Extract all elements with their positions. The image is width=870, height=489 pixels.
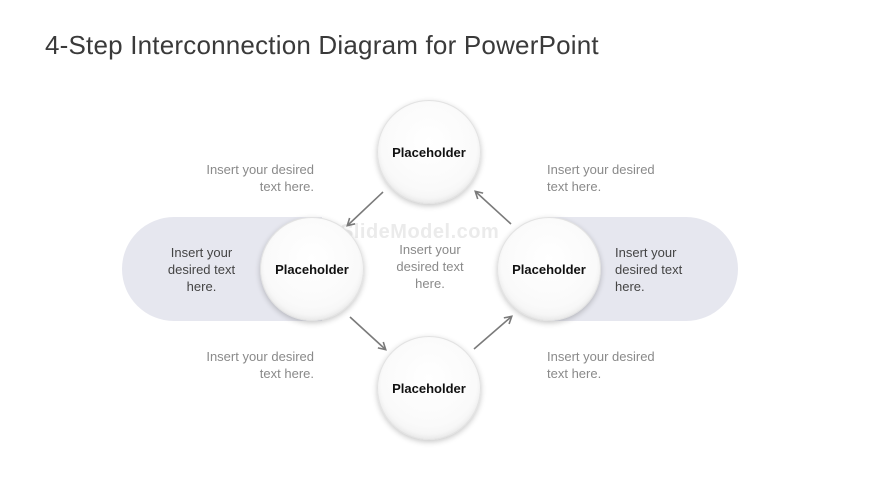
node-left: Placeholder xyxy=(260,217,364,321)
node-top: Placeholder xyxy=(377,100,481,204)
node-top-label: Placeholder xyxy=(392,144,466,160)
arrow-left-to-bottom xyxy=(349,316,387,351)
arrow-top-to-left xyxy=(346,191,384,227)
text-top-right: Insert your desired text here. xyxy=(547,162,655,194)
arrow-bottom-to-right xyxy=(473,315,513,350)
text-top-left: Insert your desired text here. xyxy=(206,162,314,194)
page-title: 4-Step Interconnection Diagram for Power… xyxy=(45,30,599,60)
node-right-label: Placeholder xyxy=(512,261,586,277)
arrow-right-to-top xyxy=(474,190,512,225)
text-center: Insert your desired text here. xyxy=(396,242,464,291)
text-band-right: Insert your desired text here. xyxy=(615,245,683,294)
node-bottom-label: Placeholder xyxy=(392,380,466,396)
node-left-label: Placeholder xyxy=(275,261,349,277)
text-bottom-left: Insert your desired text here. xyxy=(206,349,314,381)
watermark: SlideModel.com xyxy=(340,221,500,243)
text-bottom-right: Insert your desired text here. xyxy=(547,349,655,381)
node-right: Placeholder xyxy=(497,217,601,321)
text-band-left: Insert your desired text here. xyxy=(167,245,236,294)
node-bottom: Placeholder xyxy=(377,336,481,440)
